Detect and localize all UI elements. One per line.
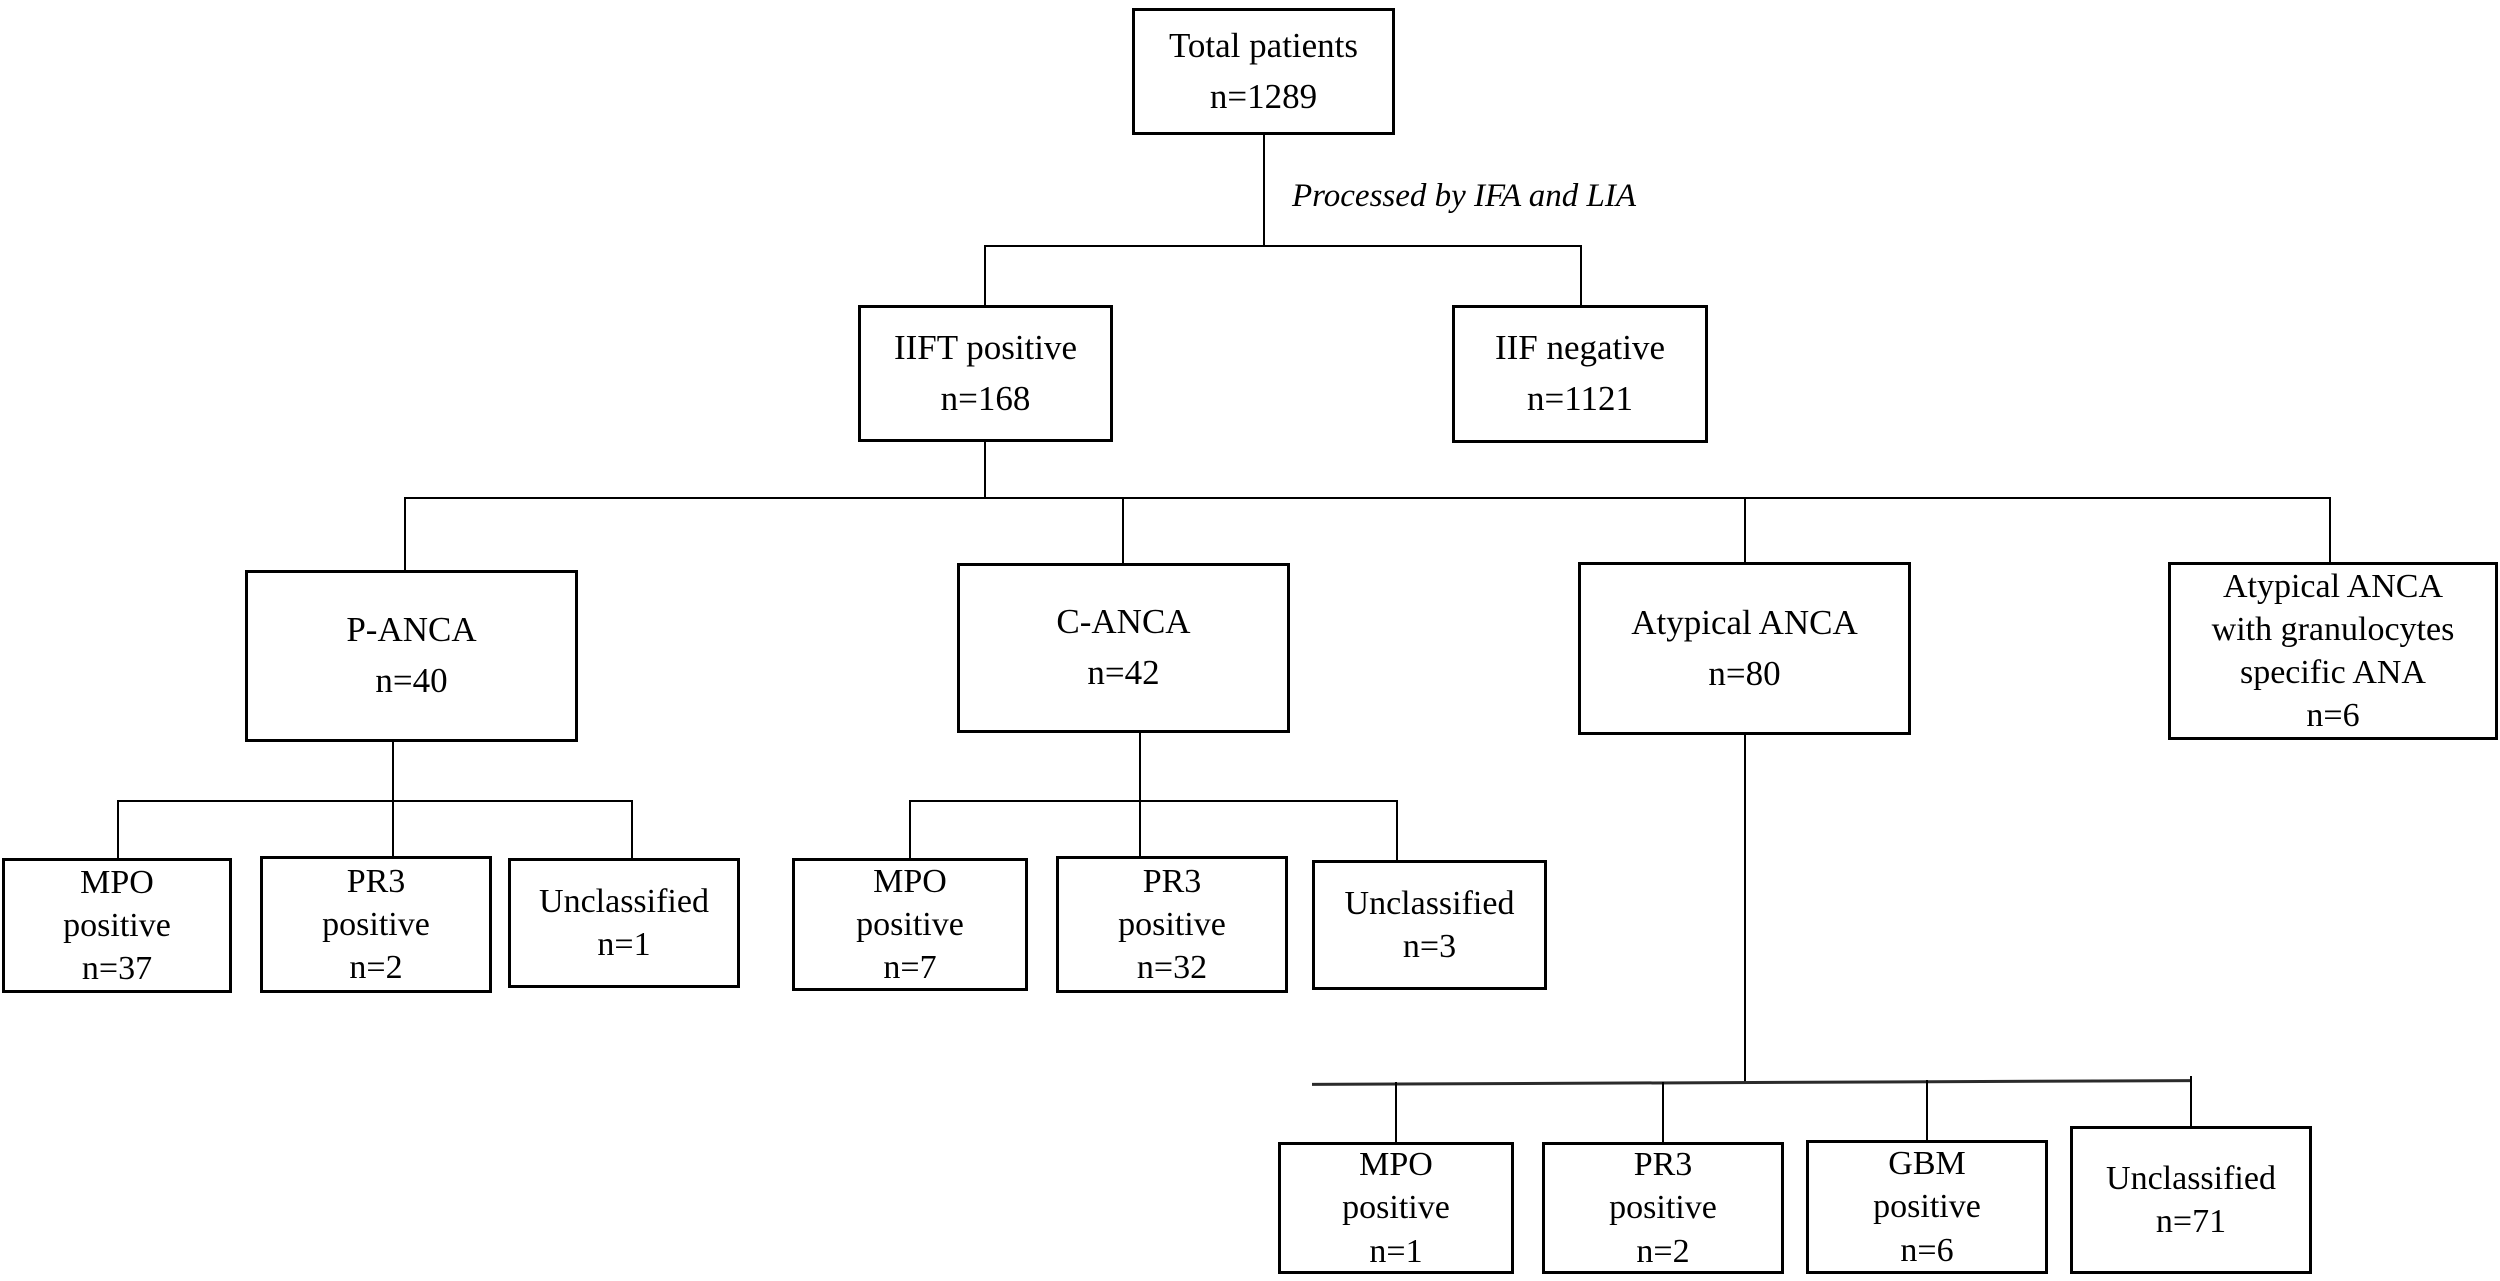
node-label: MPO [873,862,947,900]
node-canca-mpo-positive: MPO positive n=7 [792,858,1028,991]
connector-line [1263,133,1265,247]
node-count: n=1121 [1527,379,1633,418]
node-atypical-unclassified: Unclassified n=71 [2070,1126,2312,1274]
node-label: Unclassified [1344,884,1515,922]
node-count: n=1 [597,926,651,963]
node-panca-unclassified: Unclassified n=1 [508,858,740,988]
connector-line [1926,1080,1928,1140]
connector-line [117,800,119,858]
node-count: n=6 [2306,697,2360,735]
connector-line [1395,1082,1397,1142]
node-label: Total patients [1168,25,1359,65]
node-label: positive [856,905,964,943]
node-count: n=32 [1136,949,1208,987]
node-count: n=2 [1636,1232,1690,1270]
node-count: n=7 [883,949,937,987]
node-label: Atypical ANCA [2222,567,2444,605]
connector-line [1139,733,1141,858]
connector-line [404,497,2331,499]
connector-line [1744,735,1746,1084]
connector-line [984,245,1582,247]
node-label: positive [63,906,171,944]
node-atypical-pr3-positive: PR3 positive n=2 [1542,1142,1784,1274]
process-annotation: Processed by IFA and LIA [1292,178,1637,214]
node-total-patients: Total patients n=1289 [1132,8,1395,135]
node-label: positive [1118,905,1226,943]
node-canca-pr3-positive: PR3 positive n=32 [1056,856,1288,993]
node-canca-unclassified: Unclassified n=3 [1312,860,1547,990]
node-panca-pr3-positive: PR3 positive n=2 [260,856,492,993]
connector-line [1122,497,1124,565]
connector-line [631,800,633,858]
connector-line [1744,497,1746,564]
node-label: IIFT positive [893,327,1078,367]
node-count: n=3 [1402,928,1457,965]
connector-line [984,442,986,499]
node-label: with granulocytes [2211,610,2455,648]
node-label: positive [1342,1189,1450,1227]
connector-line [1311,1079,2193,1086]
node-c-anca: C-ANCA n=42 [957,563,1290,733]
node-atypical-anca-granulocytes-ana: Atypical ANCA with granulocytes specific… [2168,562,2498,740]
node-label: positive [1873,1188,1981,1226]
node-label: IIF negative [1494,328,1666,368]
node-label: PR3 [1142,862,1202,900]
node-label: Unclassified [539,882,709,920]
connector-line [1396,800,1398,860]
node-atypical-anca: Atypical ANCA n=80 [1578,562,1911,735]
node-count: n=1 [1369,1232,1423,1270]
node-count: n=42 [1087,653,1160,692]
node-p-anca: P-ANCA n=40 [245,570,578,742]
node-label: MPO [80,863,154,901]
node-atypical-gbm-positive: GBM positive n=6 [1806,1140,2048,1274]
node-label: positive [1609,1189,1717,1227]
node-label: PR3 [346,862,406,900]
connector-line [2329,497,2331,564]
connector-line [2190,1076,2192,1128]
connector-line [909,800,911,858]
node-label: C-ANCA [1056,602,1191,642]
node-iif-negative: IIF negative n=1121 [1452,305,1708,443]
node-label: PR3 [1633,1146,1693,1184]
connector-line [404,497,406,572]
node-atypical-mpo-positive: MPO positive n=1 [1278,1142,1514,1274]
node-label: Unclassified [2106,1159,2276,1197]
node-panca-mpo-positive: MPO positive n=37 [2,858,232,993]
connector-line [984,245,986,307]
node-count: n=2 [349,949,403,987]
node-count: n=168 [940,378,1031,418]
node-label: P-ANCA [346,610,477,650]
node-iift-positive: IIFT positive n=168 [858,305,1113,442]
node-label: specific ANA [2239,654,2426,691]
node-count: n=37 [81,950,153,988]
node-count: n=6 [1900,1231,1954,1269]
connector-line [1580,245,1582,307]
node-label: positive [322,905,430,943]
connector-line [1662,1082,1664,1142]
node-label: MPO [1359,1146,1433,1184]
node-count: n=71 [2155,1203,2227,1240]
node-label: GBM [1888,1145,1966,1183]
connector-line [909,800,1398,802]
node-count: n=1289 [1209,76,1318,116]
node-label: Atypical ANCA [1631,602,1858,642]
connector-line [117,800,633,802]
node-count: n=80 [1708,653,1781,693]
node-count: n=40 [375,661,448,700]
